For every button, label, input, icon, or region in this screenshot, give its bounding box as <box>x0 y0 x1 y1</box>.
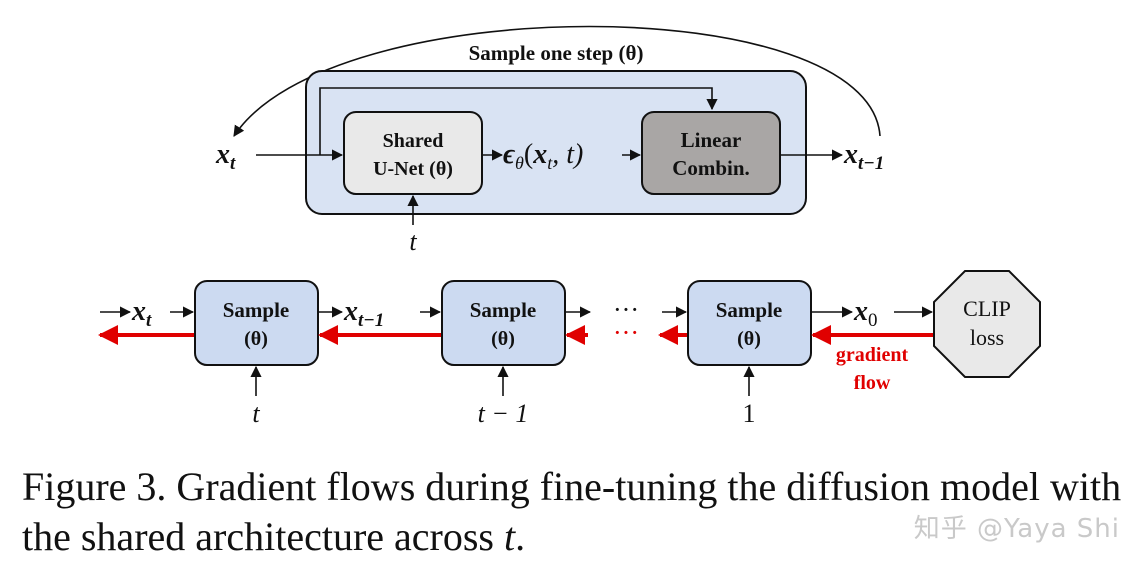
timestep-label-3: 1 <box>743 399 756 428</box>
sample-box-1 <box>194 280 319 366</box>
bottom-input-label: xt <box>131 296 152 331</box>
ellipsis-bottom: ··· <box>613 318 639 347</box>
clip-loss-line2: loss <box>970 325 1004 350</box>
ellipsis-top: ··· <box>613 295 639 324</box>
sample-3-line2: (θ) <box>737 328 761 350</box>
mid-label: xt−1 <box>343 296 384 331</box>
unet-label-line2: U-Net (θ) <box>373 158 453 180</box>
clip-loss-line1: CLIP <box>963 296 1011 321</box>
figure-caption: Figure 3. Gradient flows during fine-tun… <box>22 462 1132 562</box>
epsilon-label: ϵθ(xt, t) <box>503 139 583 173</box>
top-output-label: xt−1 <box>843 139 884 174</box>
linear-label-line1: Linear <box>681 128 742 152</box>
timestep-label-2: t − 1 <box>478 399 529 428</box>
sample-box-3 <box>687 280 812 366</box>
unet-label-line1: Shared <box>383 130 444 152</box>
clip-loss-octagon <box>933 270 1041 378</box>
sample-1-line1: Sample <box>223 298 290 322</box>
linear-combin-box <box>641 111 781 195</box>
top-input-label: xt <box>215 139 236 174</box>
recurrence-arc <box>233 25 881 137</box>
timestep-label-1: t <box>252 399 260 428</box>
sample-1-line2: (θ) <box>244 328 268 350</box>
caption-t: t <box>503 514 516 559</box>
watermark: 知乎 @Yaya Shi <box>913 514 1120 544</box>
diagram-canvas: Sample one step (θ) xt Shared U-Net (θ) … <box>98 25 1041 428</box>
caption-end: . <box>515 514 526 559</box>
skip-connection-arrow <box>319 87 718 155</box>
gradient-label-line2: flow <box>854 372 891 394</box>
sample-2-line1: Sample <box>470 298 537 322</box>
sample-3-line1: Sample <box>716 298 783 322</box>
unet-box <box>343 111 483 195</box>
caption-text: Figure 3. Gradient flows during fine-tun… <box>22 464 1122 559</box>
gradient-label-line1: gradient <box>836 344 909 366</box>
bottom-output-label: x0 <box>853 296 878 331</box>
sample-box-2 <box>441 280 566 366</box>
sample-2-line2: (θ) <box>491 328 515 350</box>
top-timestep-label: t <box>409 227 417 256</box>
linear-label-line2: Combin. <box>672 156 750 180</box>
group-title: Sample one step (θ) <box>469 41 644 65</box>
